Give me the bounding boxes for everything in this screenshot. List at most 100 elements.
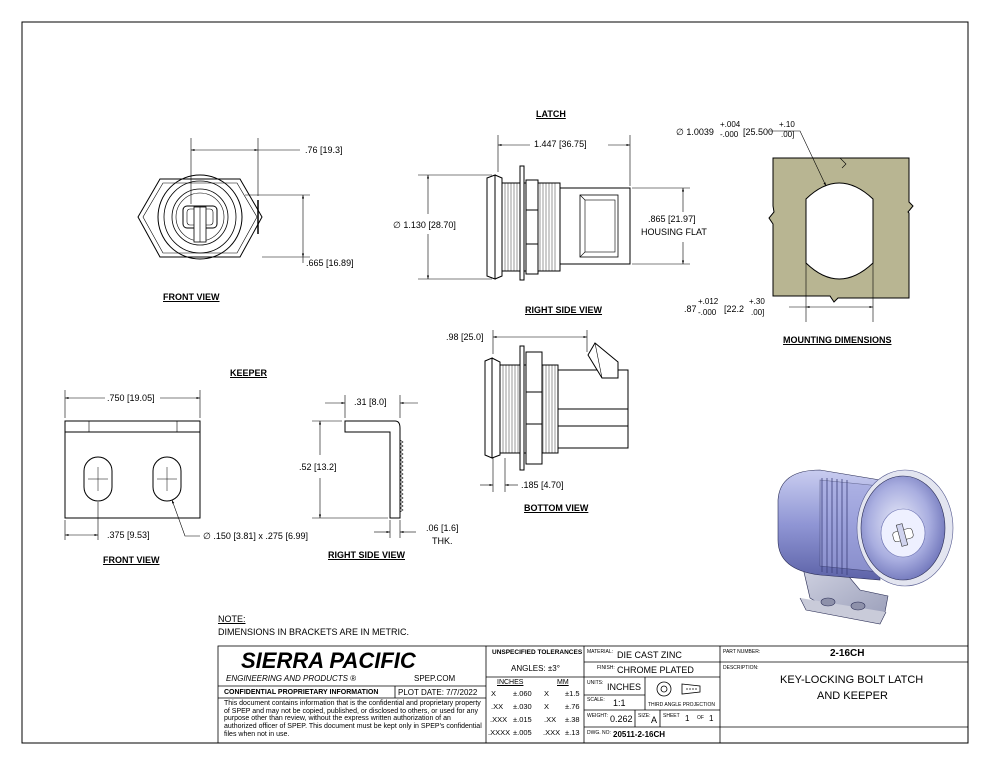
dim-mount-87: .87 [684,304,697,314]
dim-side-1447: 1.447 [36.75] [534,139,587,149]
material-value: DIE CAST ZINC [617,650,682,660]
tol-row-2-mm-fmt: X [544,702,550,711]
inches-header: INCHES [497,679,524,686]
bottom-view [484,342,629,471]
bottom-view-label: BOTTOM VIEW [524,503,589,513]
dim-mount-dia-tol-minus: -.000 [720,130,739,139]
dim-keeper-375: .375 [9.53] [107,530,150,540]
dim-mount-87-tol-plus: +.012 [698,297,719,306]
dim-side-dia-1130: ∅ 1.130 [28.70] [393,220,456,230]
latch-side-view [486,165,631,281]
note-text: DIMENSIONS IN BRACKETS ARE IN METRIC. [218,627,410,637]
keeper-front-view-label: FRONT VIEW [103,555,160,565]
dim-mount-87-mm-minus: .00] [751,308,765,317]
keeper-right-side-view-label: RIGHT SIDE VIEW [328,550,406,560]
front-view-label: FRONT VIEW [163,292,220,302]
keeper-heading: KEEPER [230,368,268,378]
dim-side-865: .865 [21.97] [648,214,696,224]
dim-mount-dia-tol-plus: +.004 [720,120,741,129]
projection-label: THIRD ANGLE PROJECTION [648,702,715,708]
description-line-2: AND KEEPER [817,690,888,702]
dim-mount-dia-mm-plus: +.10 [779,120,795,129]
keeper-front-dims [64,390,201,540]
dim-mount-87-mm-plus: +.30 [749,297,765,306]
finish-value: CHROME PLATED [617,665,694,675]
angles: ANGLES: ±3° [511,664,560,673]
of-label: OF [697,715,704,721]
scale-label: SCALE: [587,697,605,703]
title-block-lines [217,645,969,744]
thk-label: THK. [432,536,453,546]
bottom-dims [480,330,588,492]
weight-label: WEIGHT: [587,713,608,719]
size-value: A [651,715,658,725]
dim-keeper-31: .31 [8.0] [354,397,387,407]
sheet-value: 1 [685,714,690,723]
units-value: INCHES [607,682,642,692]
housing-flat-label: HOUSING FLAT [641,227,707,237]
company-subtitle: ENGINEERING AND PRODUCTS ® [226,674,357,683]
tol-row-2-mm-tol: ±.76 [565,702,580,711]
keeper-side-view [344,420,404,519]
dim-keeper-slot: ∅ .150 [3.81] x .275 [6.99] [203,531,308,541]
units-label: UNITS: [587,680,604,686]
tol-row-1-mm-tol: ±1.5 [565,689,580,698]
size-label: SIZE: [638,713,651,719]
mounting-dimensions-label: MOUNTING DIMENSIONS [783,335,892,345]
dim-keeper-750: .750 [19.05] [107,393,155,403]
tol-row-3-mm-fmt: .XX [544,715,557,724]
mm-header: MM [557,679,569,686]
dim-keeper-06: .06 [1.6] [426,523,459,533]
sheet-label: SHEET [663,713,680,719]
isometric-render [777,469,954,625]
dim-front-665: .665 [16.89] [306,258,354,268]
front-dims [190,138,310,263]
scale-value: 1:1 [613,698,626,708]
company-name: SIERRA PACIFIC [241,648,416,673]
dwg-label: DWG. NO: [587,730,611,736]
latch-heading: LATCH [536,109,566,119]
latch-front-view [137,174,263,260]
dim-mount-dia-mm-minus: .00] [781,130,795,139]
dim-mount-87-mm: [22.2 [724,304,745,314]
tol-row-4-mm-tol: ±.13 [565,728,580,737]
tol-row-4-mm-fmt: .XXX [543,728,561,737]
weight-value: 0.262 [610,714,633,724]
tol-row-4-in-tol: ±.005 [513,728,532,737]
tol-row-1-in-tol: ±.060 [513,689,532,698]
keeper-front-view [64,420,201,519]
dim-bottom-185: .185 [4.70] [521,480,564,490]
tol-row-3-in-tol: ±.015 [513,715,532,724]
tol-row-3-mm-tol: ±.38 [565,715,580,724]
dim-mount-dia: ∅ 1.0039 [676,127,714,137]
tol-row-3-in-fmt: .XXX [490,715,508,724]
plot-date: PLOT DATE: 7/7/2022 [398,688,478,697]
sheet-total: 1 [709,714,714,723]
dim-mount-87-tol-minus: -.000 [698,308,717,317]
tol-row-4-in-fmt: .XXXX [488,728,511,737]
material-label: MATERIAL: [587,649,614,655]
tol-row-1-mm-fmt: X [544,689,550,698]
dim-keeper-52: .52 [13.2] [299,462,337,472]
note-heading: NOTE: [218,614,246,624]
part-number: 2-16CH [830,648,865,659]
tol-row-1-in-fmt: X [491,689,497,698]
confidential-text: This document contains information that … [224,700,482,738]
sheet-border [21,21,969,744]
finish-label: FINISH: [597,665,615,671]
tolerances-heading: UNSPECIFIED TOLERANCES [492,649,583,656]
dim-mount-dia-mm: [25.500 [743,127,774,137]
tol-row-2-in-tol: ±.030 [513,702,532,711]
description-label: DESCRIPTION: [723,665,759,671]
tol-row-2-in-fmt: .XX [491,702,504,711]
dim-bottom-98: .98 [25.0] [446,332,484,342]
keeper-side-dims [312,395,418,538]
dwg-number: 20511-2-16CH [613,730,666,739]
dim-front-76: .76 [19.3] [305,145,343,155]
side-dims [418,135,690,280]
part-number-label: PART NUMBER: [723,649,761,655]
mounting-view [768,130,914,322]
description-line-1: KEY-LOCKING BOLT LATCH [780,674,924,686]
